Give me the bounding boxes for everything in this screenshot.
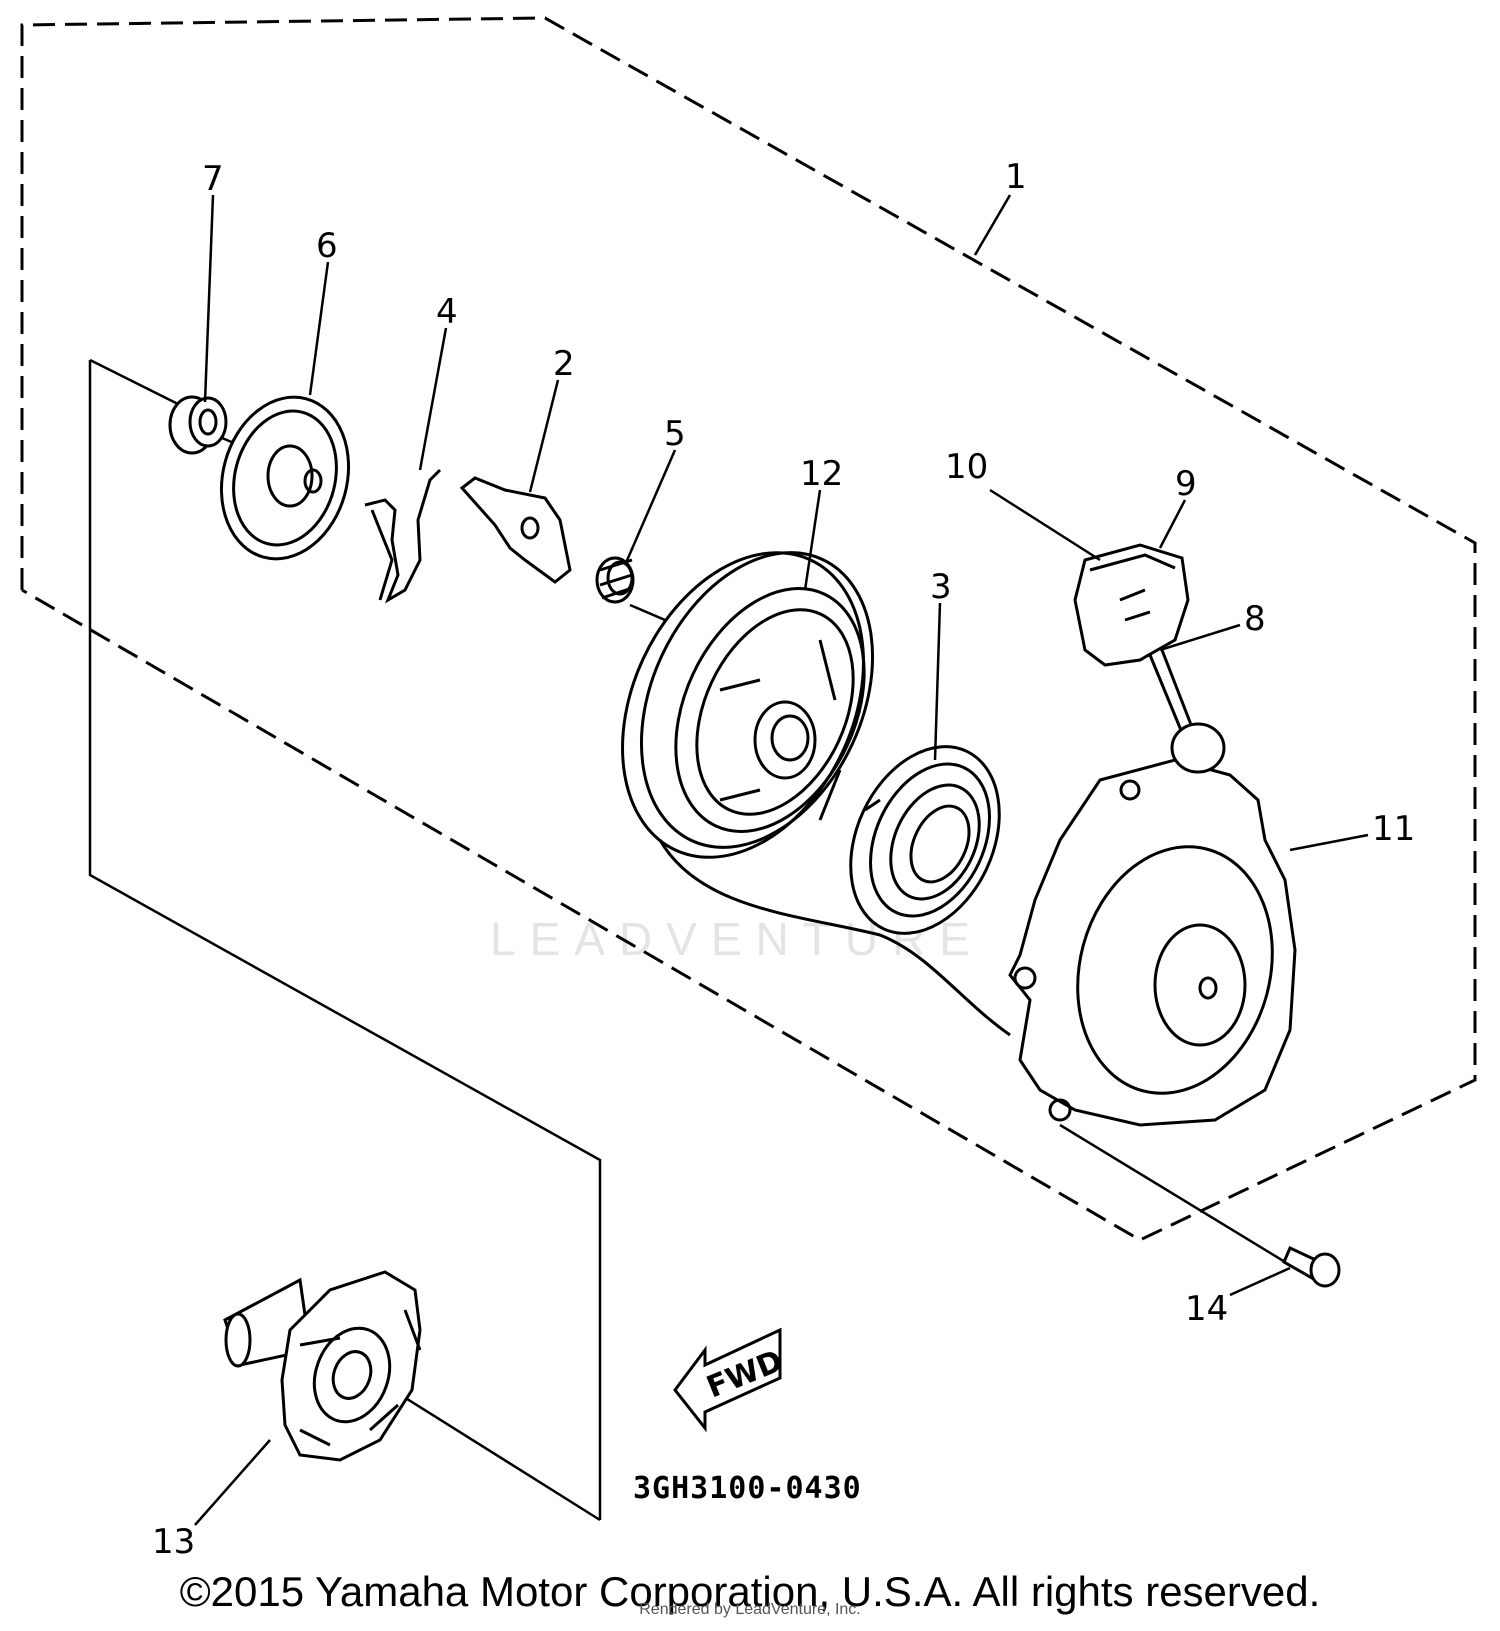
callout-5: 5 <box>664 414 686 454</box>
part-13-drive-plate <box>223 1270 422 1462</box>
part-6-plate <box>219 395 351 561</box>
callout-6: 6 <box>316 226 338 266</box>
callout-12: 12 <box>800 454 843 494</box>
diagram-part-code: 3GH3100-0430 <box>633 1471 862 1506</box>
callout-8: 8 <box>1244 599 1266 639</box>
part-11-housing <box>1008 722 1297 1127</box>
callout-10: 10 <box>945 447 988 487</box>
part-14-bolt <box>1282 1245 1341 1288</box>
callout-7: 7 <box>202 159 224 199</box>
callout-3: 3 <box>930 567 952 607</box>
mounting-plane-outline <box>88 360 602 1520</box>
part-2-pawl <box>459 476 572 584</box>
part-4-spring-clip <box>364 468 442 604</box>
part-7-nut <box>168 395 228 455</box>
callout-4: 4 <box>436 292 458 332</box>
callout-1: 1 <box>1005 157 1027 197</box>
callout-numbers: 1 2 3 4 5 6 7 8 9 10 11 12 13 14 <box>152 157 1415 1562</box>
part-9-handle <box>1073 543 1190 667</box>
part-3-recoil-spring <box>849 745 1001 935</box>
callout-11: 11 <box>1372 809 1415 849</box>
assembly-boundary-dashed <box>20 16 1477 1242</box>
starter-rope <box>658 839 1011 1037</box>
part-8-handle-rope <box>1148 649 1197 741</box>
render-credit: Rendered by LeadVenture, Inc. <box>639 1601 861 1618</box>
forward-direction-arrow: FWD <box>673 1327 788 1433</box>
callout-9: 9 <box>1175 464 1197 504</box>
copyright-notice: ©2015 Yamaha Motor Corporation, U.S.A. A… <box>179 1568 1321 1615</box>
callout-14: 14 <box>1185 1289 1228 1329</box>
part-5-spring <box>595 556 635 604</box>
callout-2: 2 <box>553 344 575 384</box>
callout-13: 13 <box>152 1522 195 1562</box>
leader-lines <box>194 194 1369 1526</box>
